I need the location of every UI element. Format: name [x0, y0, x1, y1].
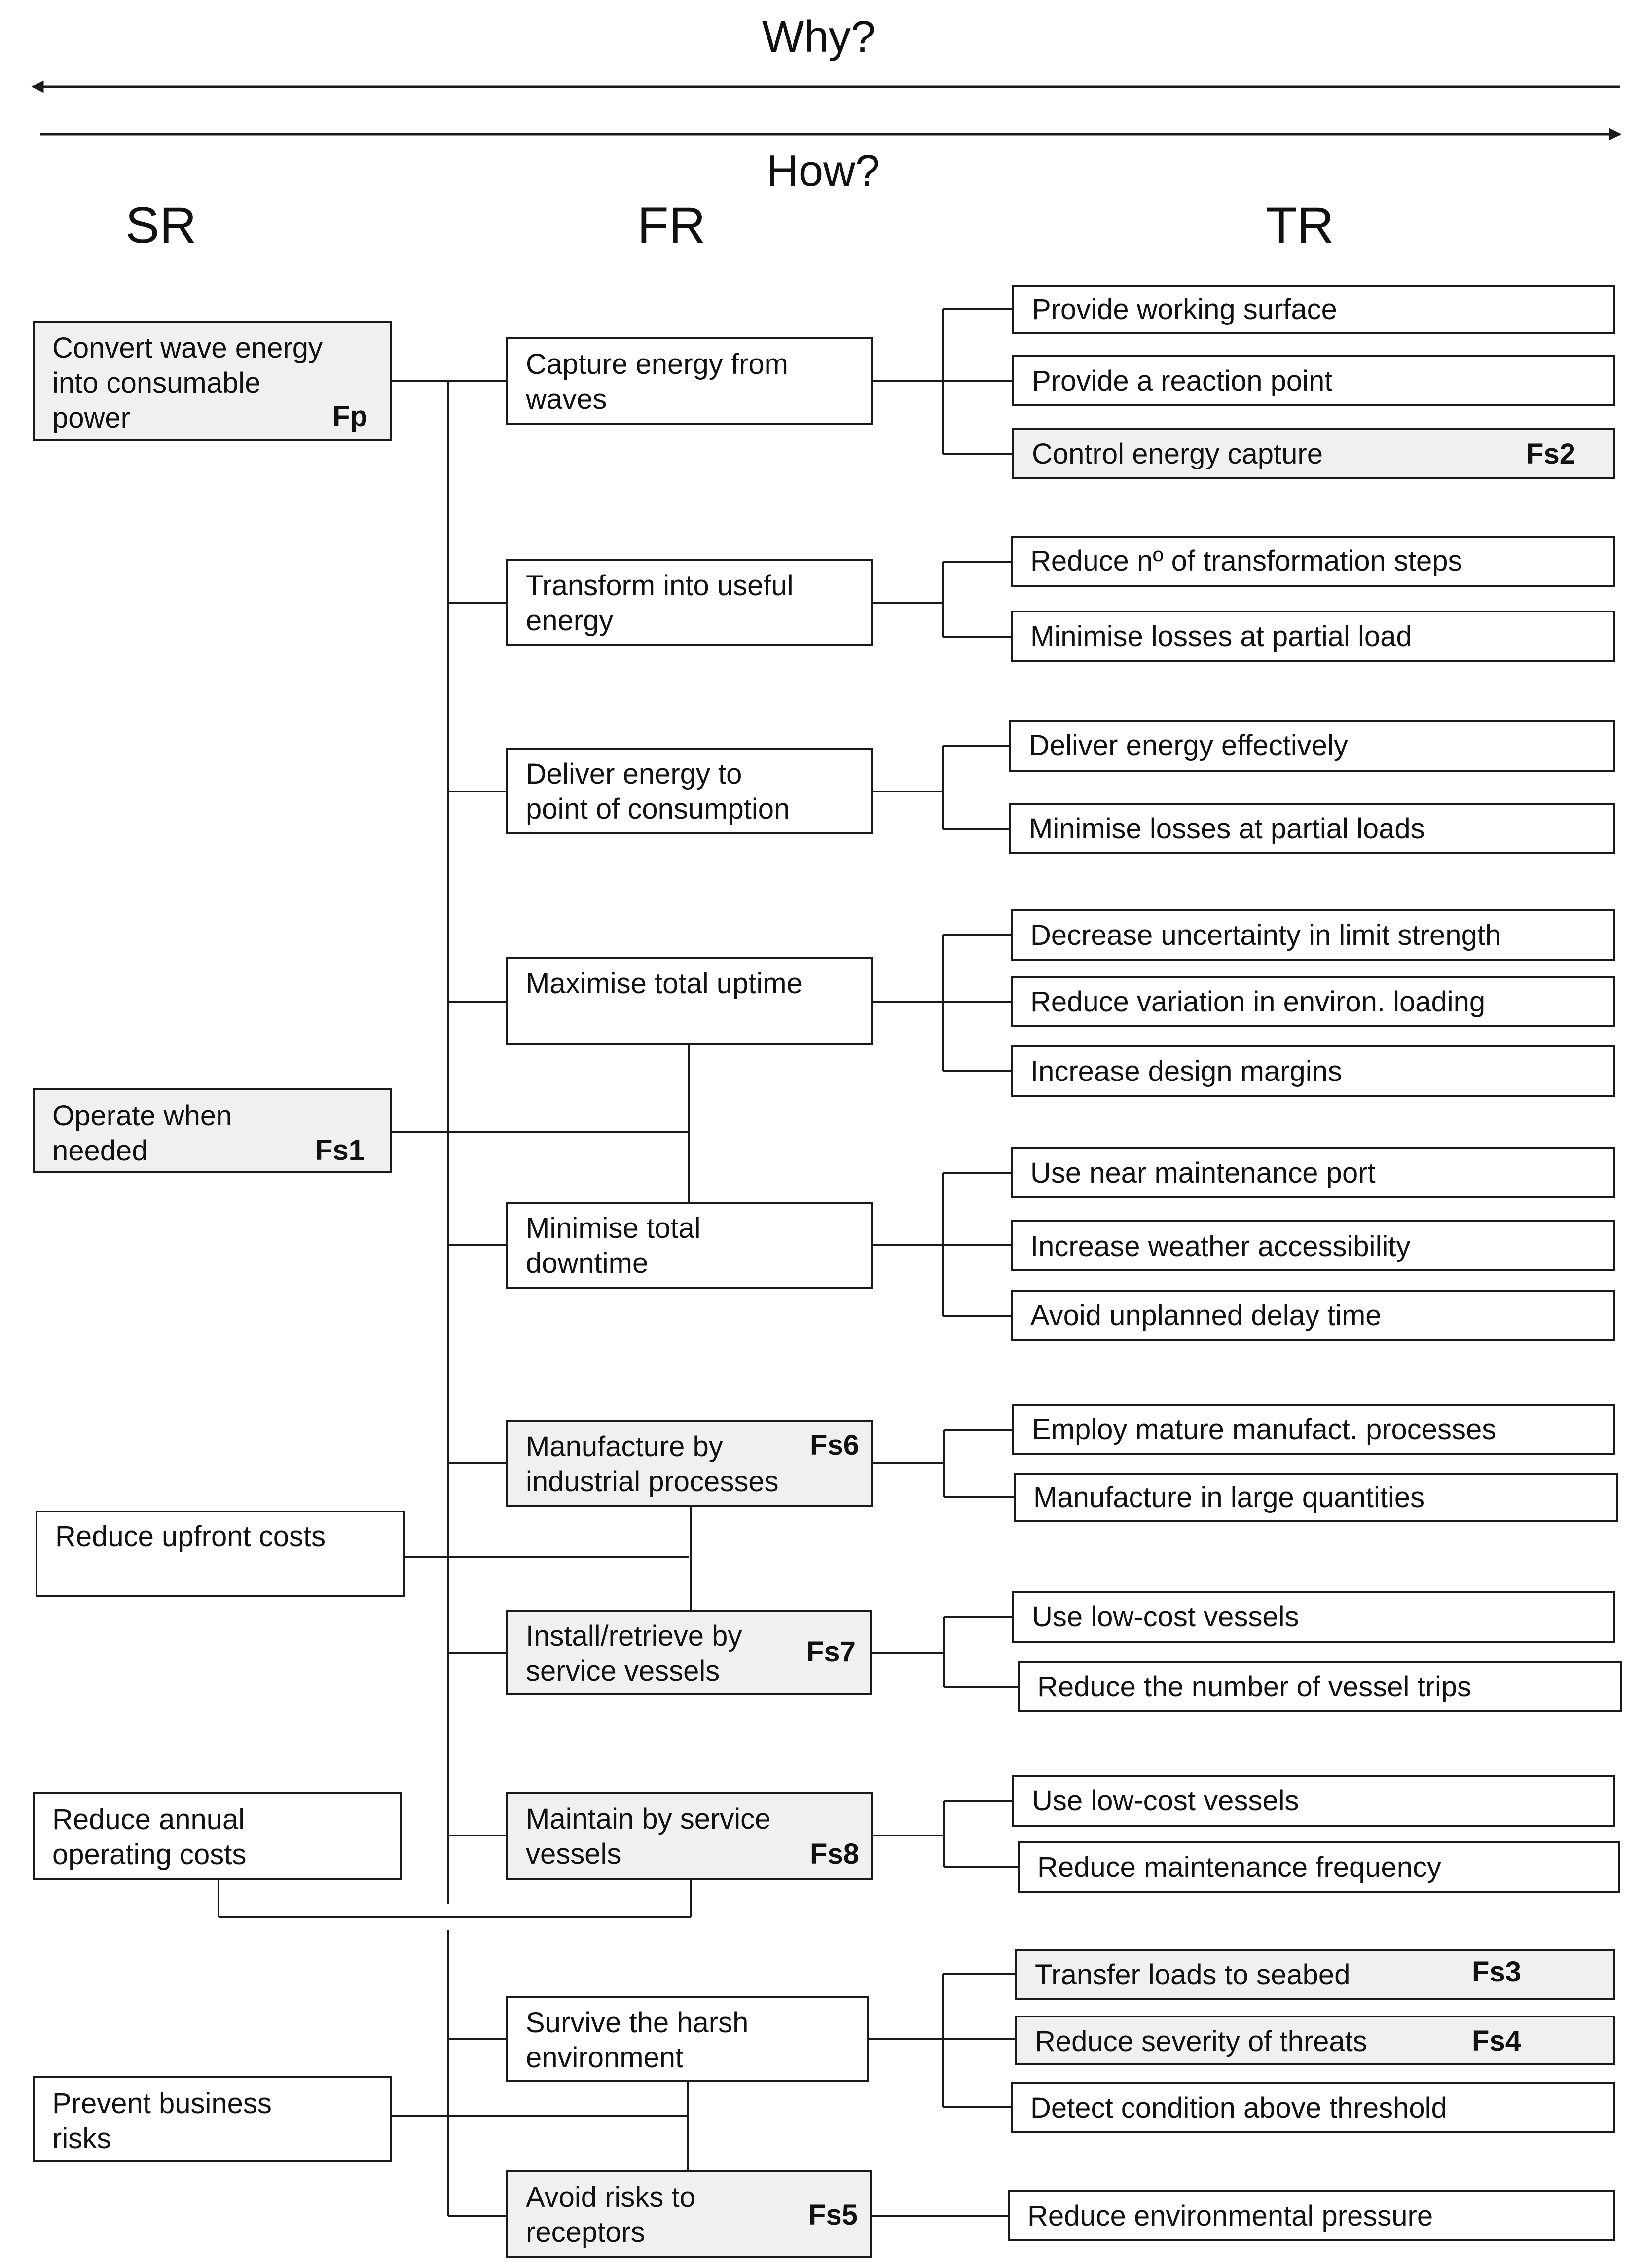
tr-box-text: Provide a reaction point [1032, 365, 1333, 397]
tr-box-text: Reduce nº of transformation steps [1030, 545, 1462, 577]
sr-box-convert: Convert wave energy into consumable powe… [33, 321, 392, 441]
fr-box-install: Install/retrieve by service vessels Fs7 [506, 1610, 872, 1695]
fr-box-text: Maximise total uptime [526, 968, 803, 1000]
function-tag: Fs2 [1526, 438, 1575, 470]
sr-column-header: SR [125, 197, 197, 254]
fr-box-survive: Survive the harsh environment [506, 1996, 869, 2082]
sr-box-operate: Operate when needed Fs1 [33, 1088, 392, 1173]
fr-box-text: Transform into useful energy [526, 570, 794, 637]
fr-box-text: Capture energy from waves [526, 348, 788, 415]
tr-column-header: TR [1266, 197, 1334, 254]
fr-box-text: Avoid risks to receptors [526, 2181, 695, 2248]
fr-box-text: Manufacture by industrial processes [526, 1431, 779, 1498]
sr-box-text: Reduce upfront costs [55, 1520, 326, 1552]
tr-box-reaction-point: Provide a reaction point [1012, 355, 1615, 406]
tr-box-weather-access: Increase weather accessibility [1011, 1220, 1615, 1271]
tr-box-text: Decrease uncertainty in limit strength [1030, 919, 1501, 951]
tr-box-decrease-uncertainty: Decrease uncertainty in limit strength [1011, 909, 1615, 961]
tr-box-control-capture: Control energy capture Fs2 [1012, 428, 1615, 479]
tr-box-working-surface: Provide working surface [1012, 285, 1615, 334]
function-tag: Fs6 [810, 1429, 859, 1461]
tr-box-increase-margins: Increase design margins [1011, 1045, 1615, 1097]
fr-box-text: Maintain by service vessels [526, 1803, 771, 1870]
fr-box-capture: Capture energy from waves [506, 337, 873, 425]
sr-box-text: Prevent business risks [52, 2088, 272, 2155]
fr-box-downtime: Minimise total downtime [506, 1202, 873, 1289]
tr-box-text: Reduce environmental pressure [1027, 2200, 1433, 2232]
tr-box-text: Increase weather accessibility [1030, 1230, 1411, 1262]
tr-box-text: Reduce severity of threats [1035, 2025, 1367, 2057]
fr-box-manufacture: Manufacture by industrial processes Fs6 [506, 1420, 873, 1507]
tr-box-transfer-loads: Transfer loads to seabed Fs3 [1015, 1949, 1615, 2000]
fr-box-text: Install/retrieve by service vessels [526, 1620, 742, 1687]
fr-box-text: Survive the harsh environment [526, 2007, 749, 2074]
tr-box-near-port: Use near maintenance port [1011, 1147, 1615, 1198]
tr-box-text: Use low-cost vessels [1032, 1785, 1299, 1817]
tr-box-text: Deliver energy effectively [1029, 729, 1348, 761]
fr-box-deliver: Deliver energy to point of consumption [506, 748, 873, 834]
tr-box-text: Transfer loads to seabed [1035, 1959, 1351, 1991]
sr-box-text: Convert wave energy into consumable powe… [52, 332, 323, 434]
tr-box-text: Control energy capture [1032, 438, 1323, 470]
tr-box-text: Manufacture in large quantities [1033, 1481, 1425, 1513]
tr-box-text: Reduce the number of vessel trips [1037, 1671, 1472, 1703]
fr-column-header: FR [637, 197, 706, 254]
sr-box-text: Operate when needed [52, 1100, 232, 1167]
tr-box-text: Increase design margins [1030, 1055, 1342, 1087]
tr-box-text: Avoid unplanned delay time [1030, 1299, 1382, 1332]
tr-box-reduce-threats: Reduce severity of threats Fs4 [1015, 2016, 1615, 2065]
fr-box-maintain: Maintain by service vessels Fs8 [506, 1792, 873, 1880]
tr-box-text: Reduce maintenance frequency [1037, 1851, 1441, 1883]
tr-box-min-losses-loads: Minimise losses at partial loads [1009, 803, 1615, 854]
function-tag: Fs5 [808, 2199, 858, 2231]
tr-box-reduce-trips: Reduce the number of vessel trips [1018, 1661, 1622, 1712]
tr-box-text: Detect condition above threshold [1030, 2092, 1447, 2124]
why-label: Why? [762, 12, 876, 62]
fr-box-text: Minimise total downtime [526, 1212, 701, 1279]
tr-box-text: Reduce variation in environ. loading [1030, 986, 1486, 1018]
tr-box-text: Use near maintenance port [1030, 1157, 1376, 1189]
tr-box-text: Employ mature manufact. processes [1032, 1413, 1497, 1445]
tr-box-low-cost-vessels-1: Use low-cost vessels [1012, 1591, 1615, 1643]
how-label: How? [767, 146, 880, 196]
function-tag: Fs8 [810, 1838, 859, 1870]
tr-box-detect-condition: Detect condition above threshold [1011, 2082, 1615, 2133]
fr-box-uptime: Maximise total uptime [506, 957, 873, 1045]
tr-box-reduce-steps: Reduce nº of transformation steps [1011, 536, 1615, 587]
tr-box-min-losses-load: Minimise losses at partial load [1011, 611, 1615, 662]
fr-box-avoid: Avoid risks to receptors Fs5 [506, 2170, 872, 2258]
function-tag: Fs1 [315, 1134, 365, 1166]
function-tag: Fs7 [806, 1636, 856, 1668]
function-tag: Fs4 [1472, 2025, 1521, 2057]
tr-box-low-cost-vessels-2: Use low-cost vessels [1012, 1775, 1615, 1827]
tr-box-text: Minimise losses at partial loads [1029, 813, 1425, 845]
tr-box-mature-processes: Employ mature manufact. processes [1012, 1404, 1615, 1455]
tr-box-avoid-delay: Avoid unplanned delay time [1011, 1290, 1615, 1341]
fr-box-text: Deliver energy to point of consumption [526, 758, 790, 825]
sr-box-business: Prevent business risks [33, 2076, 392, 2162]
sr-box-annual: Reduce annual operating costs [33, 1792, 402, 1880]
fr-box-transform: Transform into useful energy [506, 559, 873, 646]
tr-box-deliver-effectively: Deliver energy effectively [1009, 720, 1615, 772]
tr-box-maintenance-freq: Reduce maintenance frequency [1018, 1841, 1620, 1893]
tr-box-reduce-variation: Reduce variation in environ. loading [1011, 976, 1615, 1027]
tr-box-env-pressure: Reduce environmental pressure [1008, 2190, 1615, 2241]
tr-box-text: Provide working surface [1032, 293, 1337, 325]
sr-box-text: Reduce annual operating costs [52, 1803, 247, 1871]
tr-box-text: Minimise losses at partial load [1030, 620, 1412, 652]
tr-box-large-quantities: Manufacture in large quantities [1014, 1473, 1618, 1522]
function-tag: Fp [332, 400, 367, 432]
tr-box-text: Use low-cost vessels [1032, 1601, 1299, 1633]
function-tag: Fs3 [1472, 1956, 1521, 1988]
sr-box-upfront: Reduce upfront costs [36, 1511, 405, 1597]
